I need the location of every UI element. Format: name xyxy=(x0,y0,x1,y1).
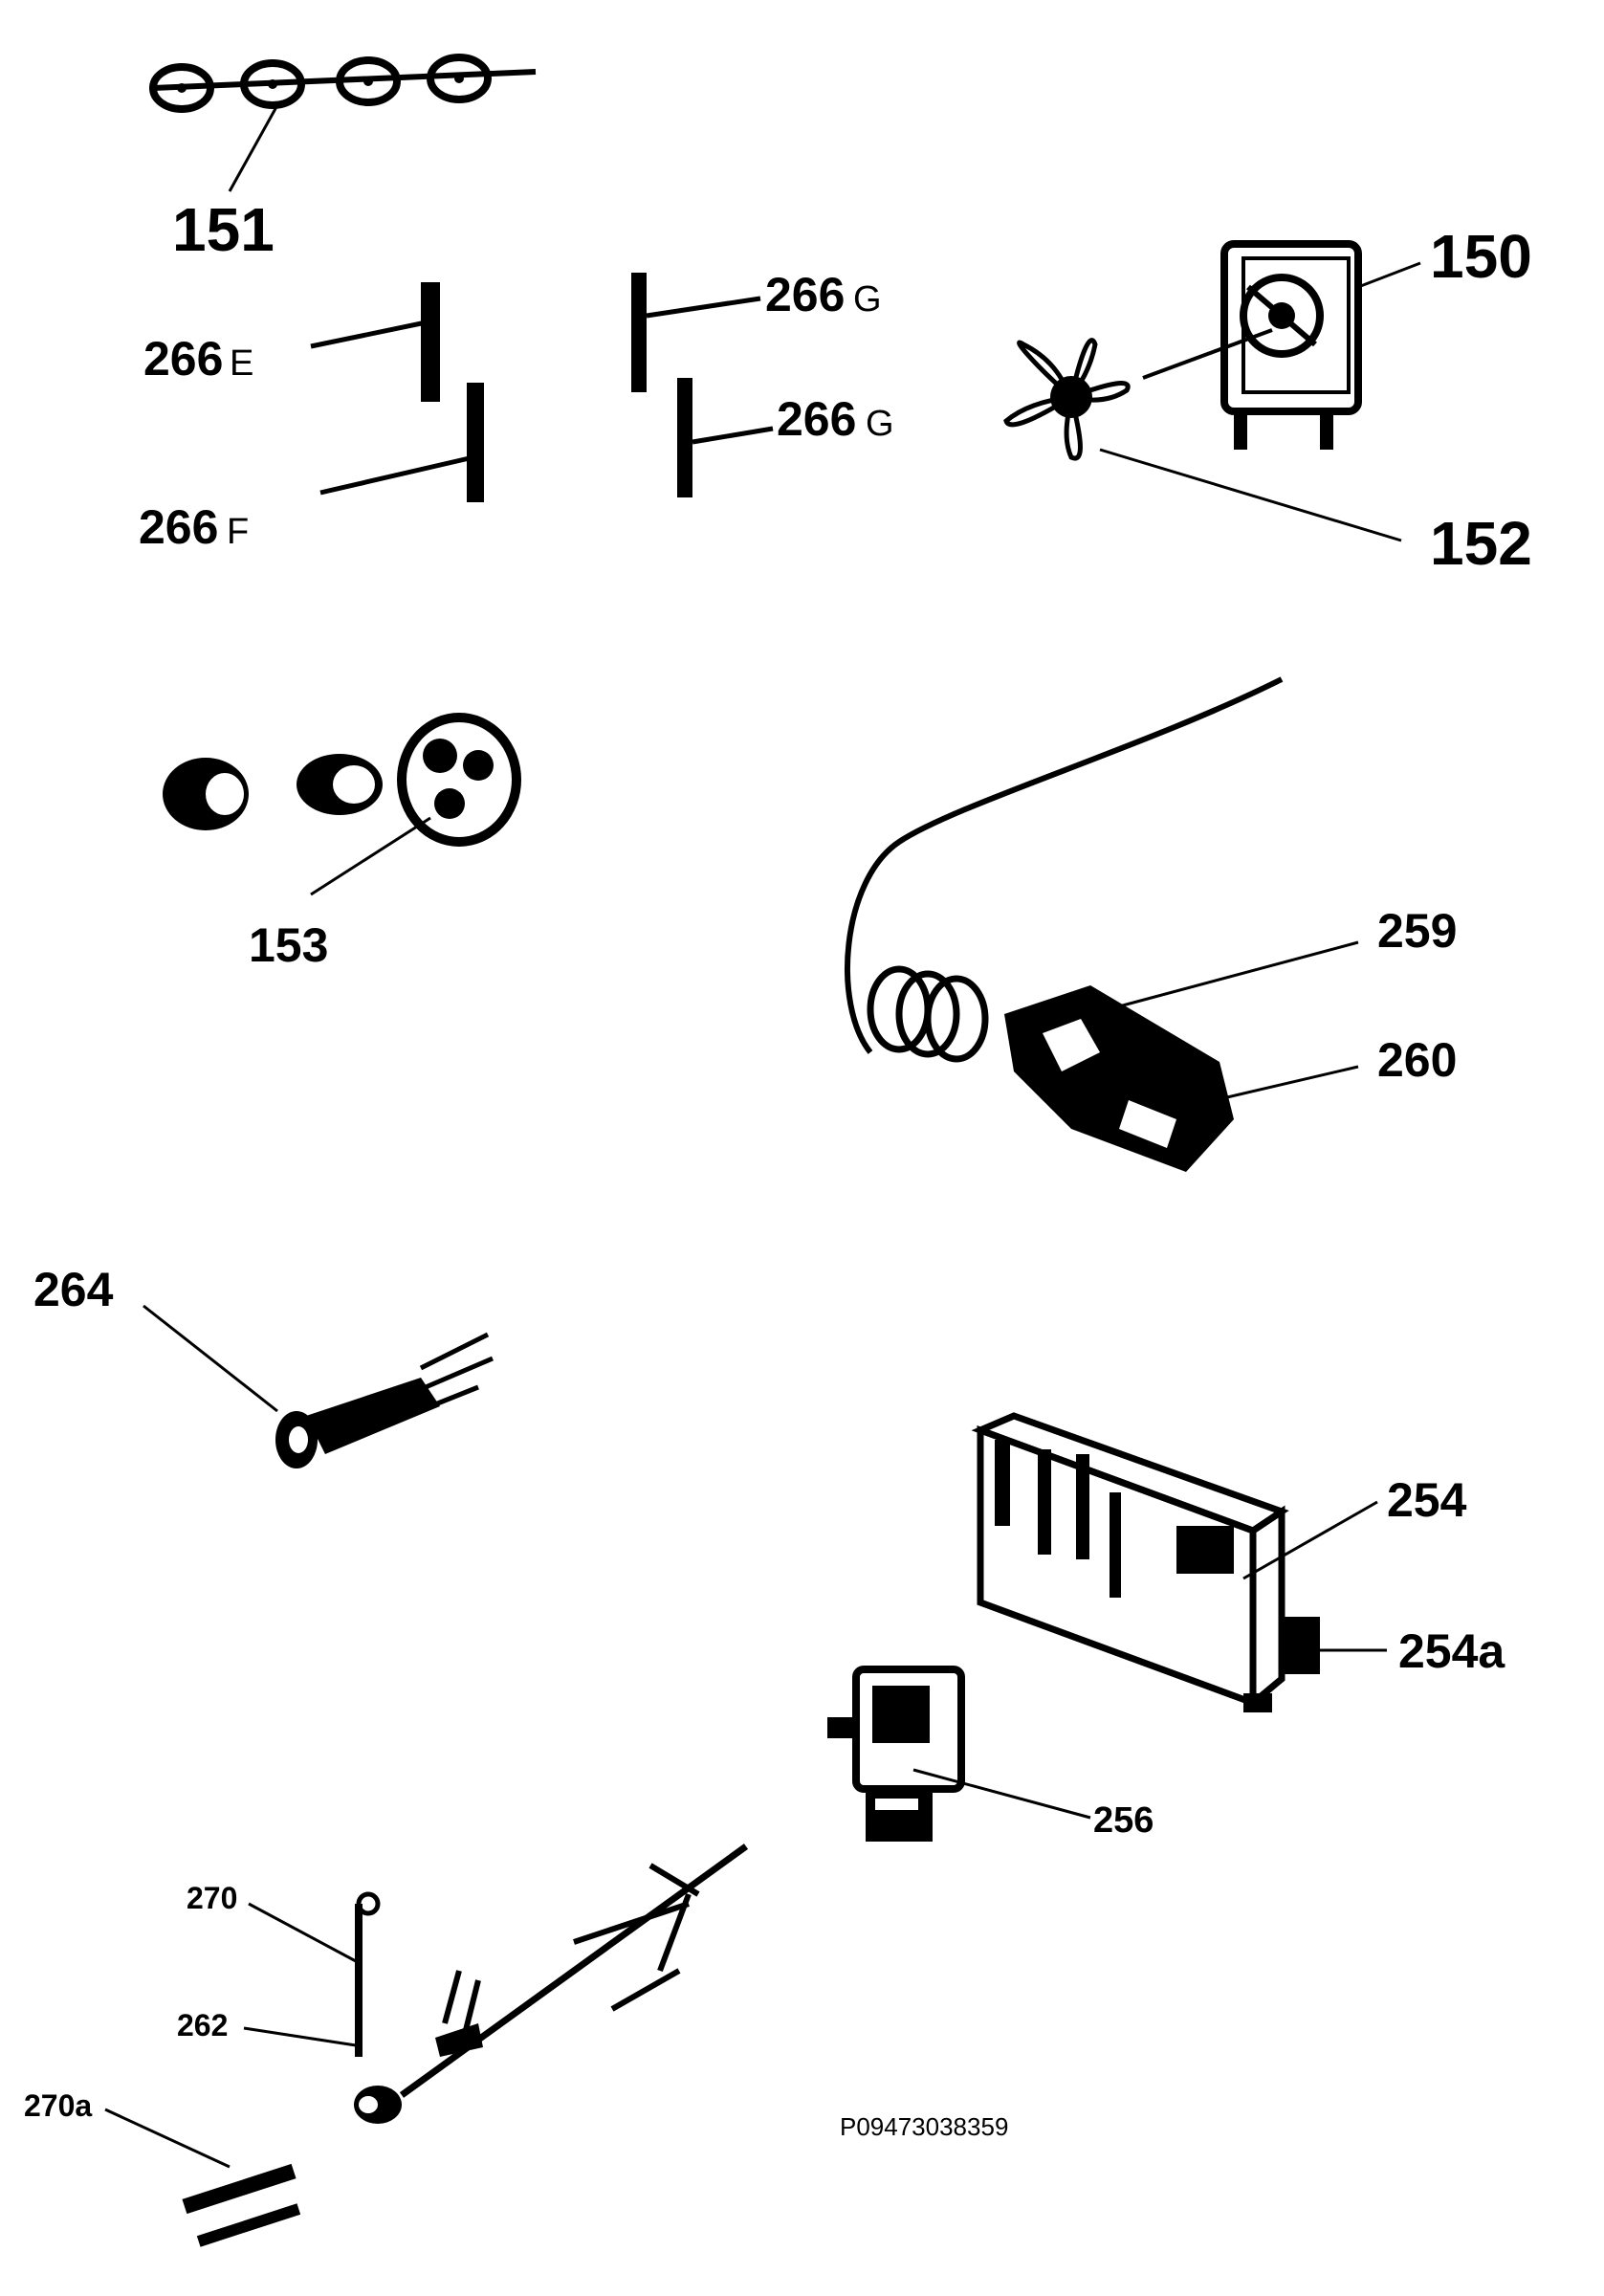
label-266g-upper: 266 xyxy=(765,268,845,321)
label-266g-lower: 266 xyxy=(777,392,856,446)
part-150-motor xyxy=(1142,240,1362,450)
part-266f-terminal xyxy=(319,383,484,502)
leader-150 xyxy=(1357,261,1421,289)
part-256-switch xyxy=(827,1666,965,1842)
label-266f: 266 xyxy=(139,500,218,554)
label-260: 260 xyxy=(1377,1033,1457,1087)
leader-262 xyxy=(243,2026,357,2047)
leader-264 xyxy=(143,1304,278,1413)
label-262: 262 xyxy=(177,2008,228,2042)
leader-270 xyxy=(248,1902,357,1963)
part-burner-assembly xyxy=(182,1843,749,2247)
label-254a: 254a xyxy=(1398,1624,1505,1678)
leader-151 xyxy=(228,104,279,192)
label-266g-lower-suffix: G xyxy=(866,404,894,444)
label-266e-suffix: E xyxy=(230,343,253,384)
part-266g-terminal-upper xyxy=(631,273,761,392)
label-266e: 266 xyxy=(143,332,223,386)
part-153-lamp-assembly xyxy=(163,713,521,847)
part-254-ignition-module xyxy=(971,1412,1320,1712)
leader-256 xyxy=(912,1768,1091,1820)
part-151-connector-strip xyxy=(149,54,537,113)
label-254: 254 xyxy=(1387,1473,1467,1527)
part-266g-terminal-lower xyxy=(677,378,774,497)
label-152: 152 xyxy=(1430,509,1532,578)
label-150: 150 xyxy=(1430,222,1532,291)
label-270a: 270a xyxy=(24,2088,92,2123)
label-259: 259 xyxy=(1377,904,1457,958)
label-270: 270 xyxy=(187,1881,237,1915)
diagram-reference-code: P09473038359 xyxy=(840,2112,1008,2141)
leader-270a xyxy=(104,2108,231,2169)
leader-153 xyxy=(310,816,431,896)
part-264-electrode xyxy=(275,1332,494,1468)
label-256: 256 xyxy=(1093,1800,1154,1841)
label-151: 151 xyxy=(172,195,275,264)
leader-254 xyxy=(1242,1500,1378,1580)
leader-260 xyxy=(1214,1065,1359,1102)
label-264: 264 xyxy=(33,1263,114,1316)
leader-152 xyxy=(1099,448,1402,542)
label-153: 153 xyxy=(249,918,328,972)
label-266g-upper-suffix: G xyxy=(853,279,882,320)
part-259-thermostat xyxy=(845,676,1284,1172)
part-266e-terminal xyxy=(310,282,440,402)
label-266f-suffix: F xyxy=(227,512,249,552)
part-152-fan-blade xyxy=(1003,338,1131,461)
leader-259 xyxy=(1118,940,1359,1008)
